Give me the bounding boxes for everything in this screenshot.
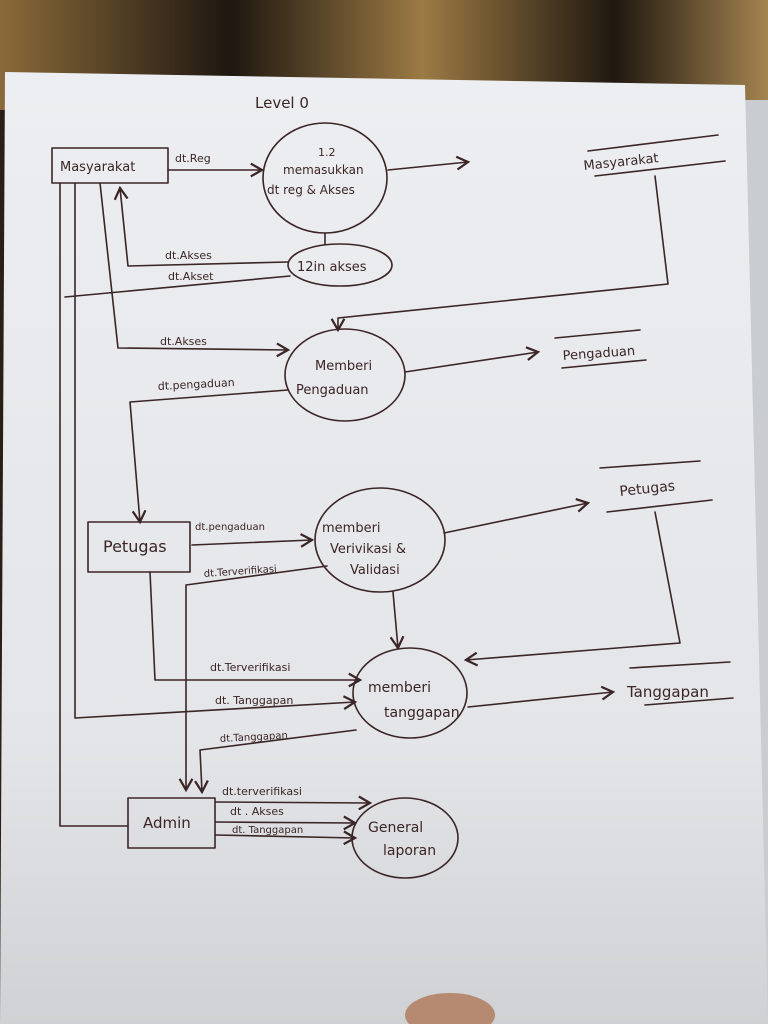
flow-label-dt-tanggapan: dt.Tanggapan [220, 730, 288, 745]
flow-label-dt-akses: dt . Akses [230, 805, 284, 818]
flow-label-dt-pengaduan: dt.pengaduan [157, 376, 235, 393]
entity-masyarakat: Masyarakat [51, 147, 169, 184]
finger [405, 993, 495, 1024]
entity-admin: Admin [127, 797, 216, 849]
svg-text:12in akses: 12in akses [297, 260, 367, 275]
process-general-laporan: General laporan [351, 797, 459, 879]
svg-text:Pengaduan: Pengaduan [296, 383, 369, 398]
svg-text:memasukkan: memasukkan [283, 163, 364, 177]
store-tanggapan: Tanggapan [626, 661, 734, 706]
svg-text:Tanggapan: Tanggapan [626, 683, 709, 701]
svg-text:General: General [368, 820, 423, 836]
svg-text:tanggapan: tanggapan [384, 705, 460, 721]
store-pengaduan: Pengaduan [554, 329, 647, 369]
svg-text:dt reg & Akses: dt reg & Akses [267, 183, 355, 197]
diagram-title: Level 0 [255, 94, 309, 112]
svg-text:Admin: Admin [143, 814, 191, 832]
process-memberi-tanggapan: memberi tanggapan [352, 647, 468, 739]
flow-label-dt-akses: dt.Akses [160, 335, 207, 348]
flow-label-dt-terverifikasi: dt.terverifikasi [222, 785, 302, 798]
process-memasukkan: 1.2 memasukkan dt reg & Akses [262, 122, 388, 234]
flow-label-dt-tanggapan: dt. Tanggapan [232, 825, 303, 836]
flow-lines [59, 155, 681, 846]
svg-text:laporan: laporan [383, 843, 436, 859]
svg-text:Pengaduan: Pengaduan [562, 344, 635, 364]
store-petugas: Petugas [599, 460, 713, 513]
svg-text:Memberi: Memberi [315, 359, 372, 374]
svg-text:Masyarakat: Masyarakat [60, 160, 135, 175]
flow-label-dt-pengaduan: dt.pengaduan [195, 522, 265, 533]
flow-label-dt-tanggapan: dt. Tanggapan [215, 694, 293, 707]
process-izin-akses: 12in akses [287, 243, 393, 287]
flow-label-dt-terverifikasi: dt.Terverifikasi [210, 661, 290, 674]
flow-label-dt-akset: dt.Akset [168, 270, 214, 283]
svg-text:Petugas: Petugas [619, 478, 676, 500]
svg-text:memberi: memberi [368, 680, 431, 696]
svg-text:Petugas: Petugas [103, 537, 167, 556]
process-memberi-pengaduan: Memberi Pengaduan [284, 328, 406, 422]
svg-text:1.2: 1.2 [318, 146, 336, 159]
flow-label-dt-terverifikasi: dt.Terverifikasi [203, 564, 277, 580]
flow-label-dt-reg: dt.Reg [175, 152, 211, 165]
flow-label-dt-akses: dt.Akses [165, 249, 212, 262]
svg-text:memberi: memberi [322, 521, 381, 536]
svg-text:Verivikasi &: Verivikasi & [330, 542, 406, 557]
svg-text:Validasi: Validasi [350, 563, 400, 578]
process-verifikasi-validasi: memberi Verivikasi & Validasi [314, 487, 446, 593]
